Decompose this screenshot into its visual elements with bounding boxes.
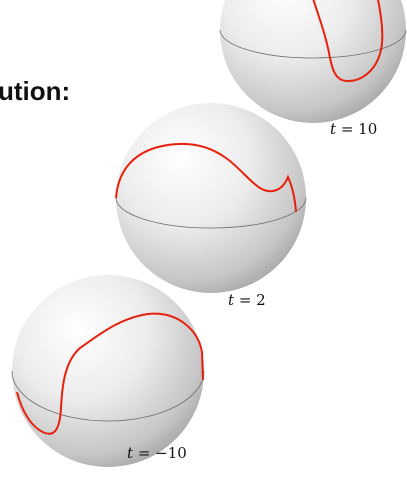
equals-sign: = xyxy=(340,120,354,138)
red-curve xyxy=(115,142,297,213)
sphere-bottom xyxy=(11,275,205,467)
equator-line xyxy=(219,29,407,59)
sphere-top xyxy=(219,0,407,123)
sphere-body xyxy=(116,103,306,293)
red-curve xyxy=(312,0,384,83)
equals-sign: = xyxy=(137,444,151,462)
sphere-middle xyxy=(115,103,307,293)
time-label-bottom: t = −10 xyxy=(127,444,187,462)
time-variable: t xyxy=(228,291,235,309)
red-curve xyxy=(16,312,204,435)
time-value: −10 xyxy=(155,444,187,462)
time-value: 2 xyxy=(256,291,266,309)
time-label-top: t = 10 xyxy=(330,120,377,138)
equator-line xyxy=(11,370,205,422)
time-variable: t xyxy=(330,120,337,138)
sphere-body xyxy=(12,275,204,467)
section-heading: ution: xyxy=(0,76,71,106)
time-value: 10 xyxy=(358,120,378,138)
time-label-middle: t = 2 xyxy=(228,291,266,309)
equals-sign: = xyxy=(238,291,252,309)
time-variable: t xyxy=(127,444,134,462)
sphere-body xyxy=(220,0,406,123)
